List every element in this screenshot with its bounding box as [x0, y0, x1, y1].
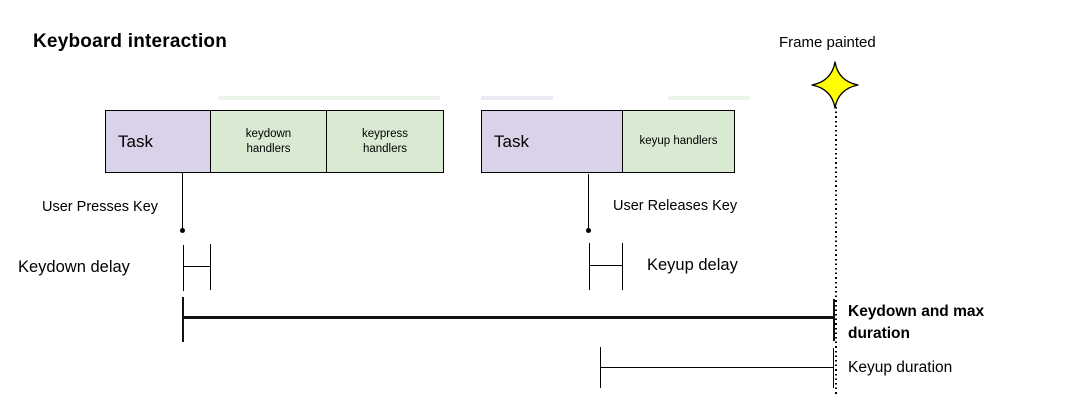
user-presses-key-label: User Presses Key [42, 199, 159, 215]
keydown-duration-label: Keydown and max duration [848, 303, 985, 342]
task-box-keyup: Task [481, 110, 623, 173]
keyup-delay-label: Keyup delay [647, 256, 738, 274]
ghost-strip [668, 96, 750, 100]
user-releases-key-label: User Releases Key [613, 198, 738, 214]
keydown-delay-label: Keydown delay [18, 258, 130, 276]
handler-label: keyup handlers [639, 135, 718, 147]
keydown-handlers-box: keydown handlers [210, 110, 327, 173]
press-arrow-dot [180, 228, 185, 233]
keypress-handlers-box: keypress handlers [326, 110, 444, 173]
ghost-strip [481, 96, 553, 100]
keydown-delay-span [184, 266, 211, 268]
task-label: Task [118, 131, 153, 151]
release-arrow-dot [586, 228, 591, 233]
keydown-duration-tick-left [182, 297, 185, 342]
frame-painted-star-icon [811, 61, 859, 109]
star-shape [811, 61, 859, 109]
keyup-delay-tick-left [589, 243, 591, 290]
keyup-duration-label: Keyup duration [848, 359, 953, 376]
page-title: Keyboard interaction [33, 31, 228, 52]
keydown-duration-span [183, 316, 834, 319]
keyup-duration-span [601, 367, 834, 369]
release-arrow-line [588, 174, 590, 228]
handler-label: keypress handlers [361, 127, 409, 155]
task-box-keydown: Task [105, 110, 211, 173]
keydown-delay-tick-left [183, 245, 185, 291]
frame-painted-label: Frame painted [779, 34, 876, 51]
press-arrow-line [182, 173, 184, 228]
keyup-duration-tick-right [833, 348, 835, 388]
task-label: Task [494, 131, 529, 151]
frame-painted-timeline [835, 107, 837, 396]
keyup-delay-span [590, 265, 623, 267]
ghost-strip [218, 96, 440, 100]
handler-label: keydown handlers [245, 127, 292, 155]
keydown-duration-tick-right [832, 299, 835, 341]
keyup-duration-tick-left [600, 347, 602, 388]
keyup-handlers-box: keyup handlers [622, 110, 735, 173]
keyup-delay-tick-right [622, 243, 624, 290]
